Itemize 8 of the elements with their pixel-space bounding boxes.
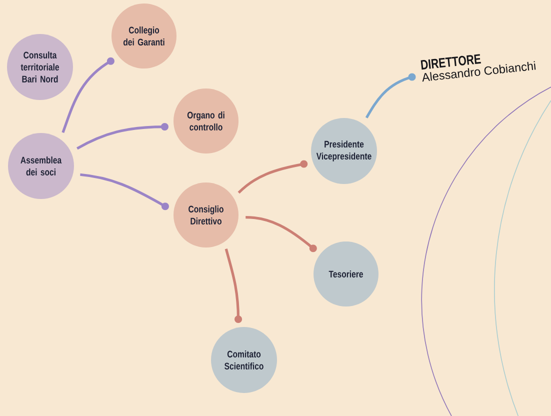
connector-line bbox=[80, 173, 169, 210]
name-label: DIRETTORE Alessandro Cobianchi bbox=[420, 54, 536, 82]
connector-line bbox=[62, 57, 114, 133]
connector-line bbox=[365, 73, 416, 118]
connector-line bbox=[224, 248, 242, 323]
connector-line bbox=[246, 216, 317, 252]
connector-line bbox=[238, 160, 308, 194]
connector-line bbox=[76, 123, 168, 150]
